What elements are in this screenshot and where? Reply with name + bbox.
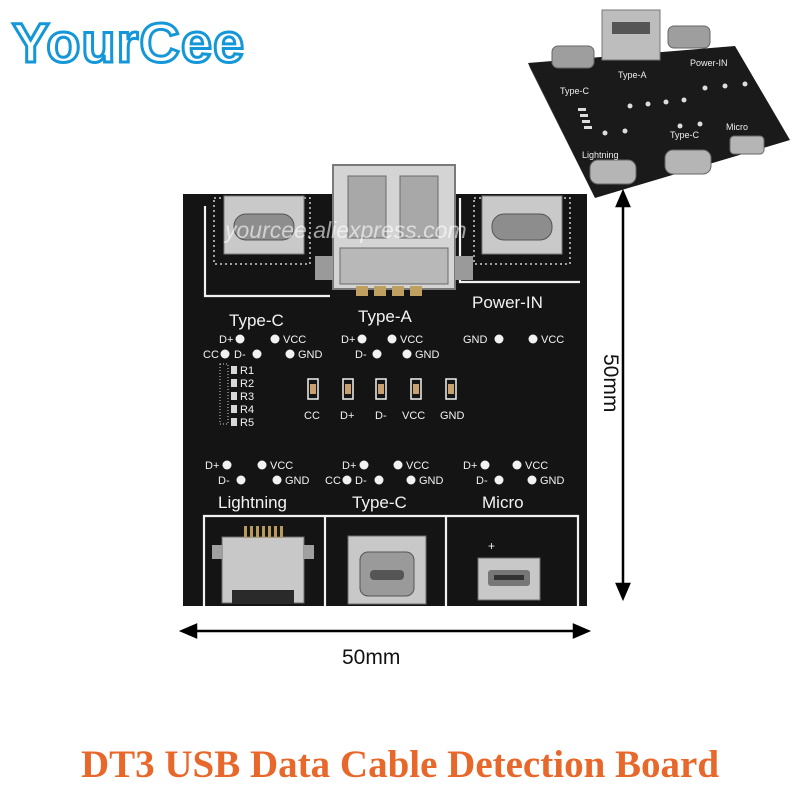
pin-tcb-vcc: VCC — [406, 460, 429, 472]
brand-logo: YourCee — [11, 10, 246, 76]
resistor-r3: R3 — [240, 391, 254, 403]
pin-ta-gnd: GND — [415, 349, 440, 361]
resistor-r5: R5 — [240, 417, 254, 429]
resistor-r4: R4 — [240, 404, 254, 416]
photo-label-power-in: Power-IN — [690, 58, 728, 68]
pin-tcb-dminus: D- — [355, 475, 367, 487]
pin-tcb-cc: CC — [325, 475, 341, 487]
watermark: yourcee.aliexpress.com — [225, 217, 467, 243]
power-in-connector — [481, 195, 563, 255]
pin-lt-gnd: GND — [285, 475, 310, 487]
pin-tc-dminus: D- — [234, 349, 246, 361]
label-type-c-bottom: Type-C — [352, 493, 407, 512]
resistor-r1: R1 — [240, 365, 254, 377]
height-label: 50mm — [599, 354, 622, 413]
label-type-c-top: Type-C — [229, 311, 284, 330]
brand-logo-text: YourCee — [12, 11, 245, 74]
width-label: 50mm — [342, 646, 401, 669]
pin-tcb-dplus: D+ — [342, 460, 356, 472]
photo-label-lightning: Lightning — [582, 150, 619, 160]
pin-lt-vcc: VCC — [270, 460, 293, 472]
label-micro: Micro — [482, 493, 524, 512]
pin-tc-vcc: VCC — [283, 334, 306, 346]
label-type-a: Type-A — [358, 307, 413, 326]
led-label-cc: CC — [304, 410, 320, 422]
micro-plus-mark: + — [488, 539, 495, 553]
pin-mi-dplus: D+ — [463, 460, 477, 472]
micro-usb-connector: + — [477, 539, 541, 601]
type-c-bottom-connector — [347, 535, 427, 605]
label-power-in: Power-IN — [472, 293, 543, 312]
pin-ta-dminus: D- — [355, 349, 367, 361]
photo-label-type-a: Type-A — [618, 70, 647, 80]
led-row: CC D+ D- VCC GND — [304, 378, 465, 422]
pin-tc-dplus: D+ — [219, 334, 233, 346]
label-lightning: Lightning — [218, 493, 287, 512]
photo-label-type-c: Type-C — [560, 86, 590, 96]
pin-ta-dplus: D+ — [341, 334, 355, 346]
pin-mi-dminus: D- — [476, 475, 488, 487]
pin-lt-dplus: D+ — [205, 460, 219, 472]
led-label-vcc: VCC — [402, 410, 425, 422]
pin-ta-vcc: VCC — [400, 334, 423, 346]
pin-pw-gnd: GND — [463, 334, 488, 346]
led-label-dminus: D- — [375, 410, 387, 422]
resistor-r2: R2 — [240, 378, 254, 390]
led-label-gnd: GND — [440, 410, 465, 422]
pin-tcb-gnd: GND — [419, 475, 444, 487]
dimension-arrows — [178, 188, 631, 639]
lightning-connector — [212, 526, 314, 604]
pin-tc-gnd: GND — [298, 349, 323, 361]
pin-tc-cc: CC — [203, 349, 219, 361]
type-a-connector — [315, 164, 473, 296]
product-title: DT3 USB Data Cable Detection Board — [80, 743, 720, 786]
pin-lt-dminus: D- — [218, 475, 230, 487]
photo-label-type-c-bottom: Type-C — [670, 130, 700, 140]
led-label-dplus: D+ — [340, 410, 354, 422]
product-photo: Type-A Power-IN Type-C Lightning Type-C … — [528, 9, 790, 198]
photo-label-micro: Micro — [726, 122, 748, 132]
pin-mi-vcc: VCC — [525, 460, 548, 472]
pin-pw-vcc: VCC — [541, 334, 564, 346]
pin-mi-gnd: GND — [540, 475, 565, 487]
resistor-array: R1 R2 R3 R4 R5 — [219, 363, 254, 429]
type-c-top-connector — [223, 195, 305, 255]
